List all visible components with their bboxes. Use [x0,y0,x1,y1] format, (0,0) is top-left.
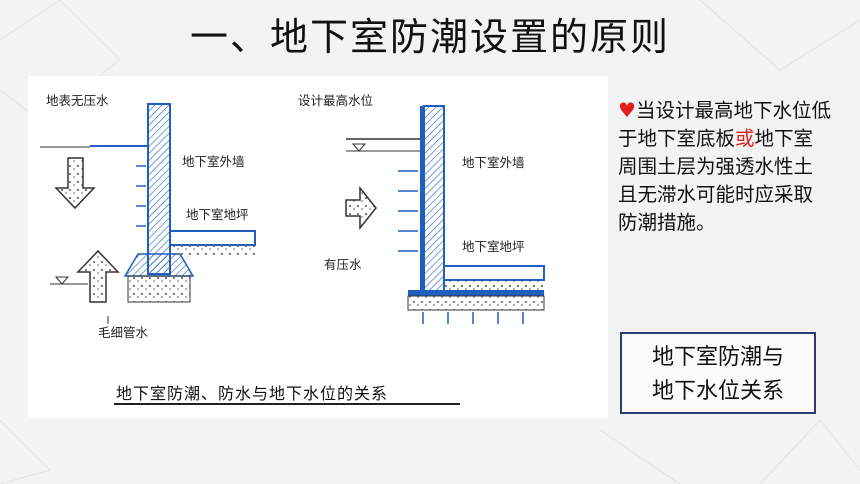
label-left-floor: 地下室地坪 [186,207,249,222]
page-title: 一、地下室防潮设置的原则 [189,15,670,59]
note-part1: 当设计最高地下水位低于地下室底板 [618,99,831,150]
left-diagram [40,103,256,324]
note-text: ♥当设计最高地下水位低于地下室底板或地下室周围土层为强透水性土且无滞水可能时应采… [618,96,832,237]
label-surface-water: 地表无压水 [46,93,109,108]
summary-line-2: 地下水位关系 [651,379,784,404]
summary-line-1: 地下室防潮与 [651,345,784,370]
heart-icon: ♥ [618,98,636,122]
label-capillary-water: 毛细管水 [98,325,149,340]
diagram-panel: 地表无压水 地下室外墙 地下室地坪 毛细管水 设计最高水位 地下室外墙 有压水 … [28,76,608,418]
caption-underline [114,403,460,405]
label-right-outer-wall: 地下室外墙 [462,155,525,170]
label-pressure-water: 有压水 [324,257,362,272]
note-part2: 地下室周围土层为强透水性土且无滞水可能时应采取防潮措施。 [618,127,814,234]
right-diagram [346,105,545,324]
groundwater-diagram [40,103,545,324]
label-design-water-level: 设计最高水位 [298,93,374,108]
figure-caption: 地下室防潮、防水与地下水位的关系 [116,384,389,403]
label-right-floor: 地下室地坪 [462,239,525,254]
note-highlight: 或 [735,127,755,150]
summary-box: 地下室防潮与 地下水位关系 [620,332,816,414]
flow-arrow-icon [345,185,377,231]
label-left-outer-wall: 地下室外墙 [182,154,245,169]
